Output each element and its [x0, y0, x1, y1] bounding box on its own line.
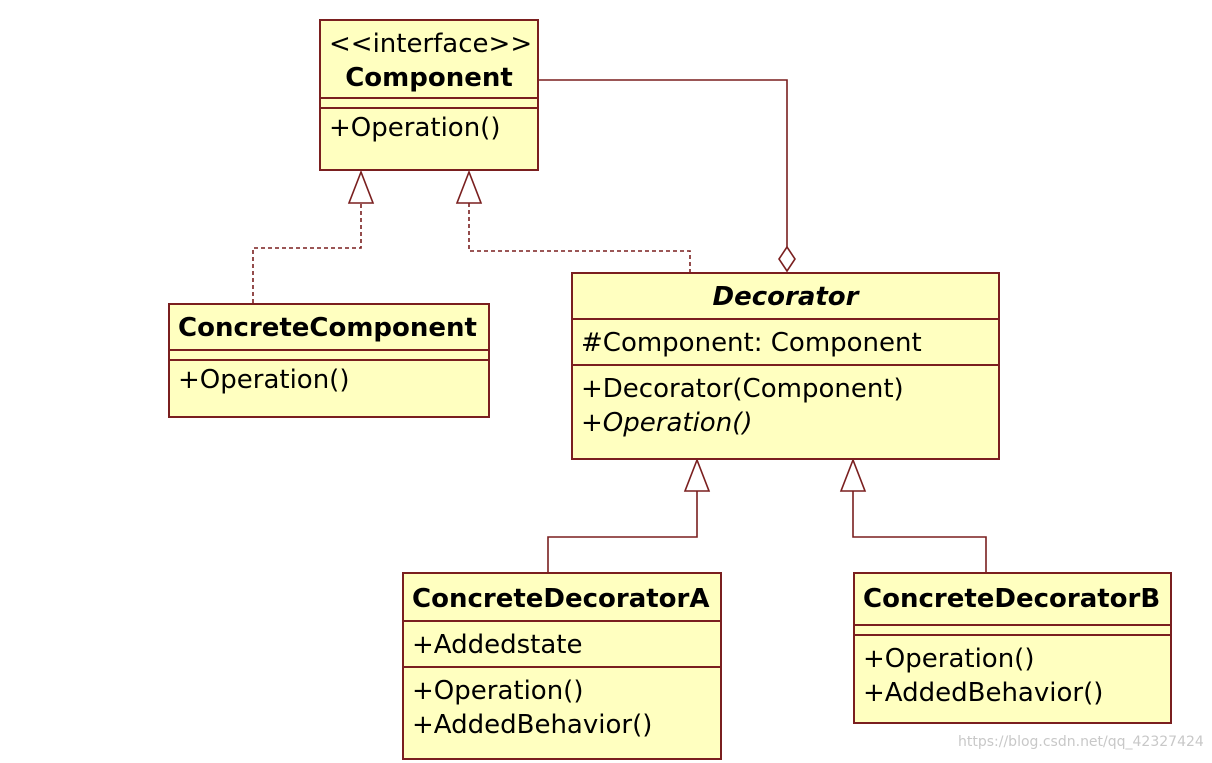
- concrete-decorator-a-operation-2: +AddedBehavior(): [412, 710, 653, 740]
- component-name: Component: [345, 63, 513, 93]
- concrete-decorator-b-operation-1: +Operation(): [863, 644, 1035, 674]
- concrete-decorator-b-attributes: [855, 624, 1170, 634]
- component-class: <<interface>> Component +Operation(): [319, 19, 539, 171]
- decorator-name: Decorator: [712, 282, 859, 312]
- realization-arrowhead-2: [455, 169, 483, 204]
- concrete-decorator-b-name: ConcreteDecoratorB: [863, 584, 1161, 614]
- realization-line-concrete-component: [252, 203, 362, 303]
- decorator-operation-abstract: +Operation(): [581, 408, 753, 438]
- generalization-arrowhead-a: [683, 457, 711, 492]
- concrete-decorator-a-attributes: +Addedstate: [404, 620, 720, 666]
- concrete-component-name: ConcreteComponent: [178, 313, 477, 343]
- concrete-component-class: ConcreteComponent +Operation(): [168, 303, 490, 418]
- concrete-component-operation: +Operation(): [178, 365, 350, 395]
- concrete-decorator-a-operations: +Operation() +AddedBehavior(): [404, 666, 720, 744]
- realization-arrowhead-1: [347, 169, 375, 204]
- realization-line-decorator: [468, 203, 691, 273]
- aggregation-diamond: [778, 245, 796, 273]
- component-attributes: [321, 97, 537, 107]
- generalization-arrowhead-b: [839, 457, 867, 492]
- concrete-decorator-b-class: ConcreteDecoratorB +Operation() +AddedBe…: [853, 572, 1172, 724]
- concrete-decorator-a-operation-1: +Operation(): [412, 676, 584, 706]
- concrete-component-operations: +Operation(): [170, 359, 488, 399]
- component-stereotype: <<interface>>: [329, 29, 533, 59]
- decorator-operations: +Decorator(Component) +Operation(): [573, 364, 998, 442]
- component-operation: +Operation(): [329, 113, 501, 143]
- concrete-decorator-b-operations: +Operation() +AddedBehavior(): [855, 634, 1170, 712]
- component-operations: +Operation(): [321, 107, 537, 147]
- concrete-decorator-a-class: ConcreteDecoratorA +Addedstate +Operatio…: [402, 572, 722, 760]
- decorator-operation-constructor: +Decorator(Component): [581, 374, 904, 404]
- concrete-decorator-a-attribute: +Addedstate: [412, 630, 583, 660]
- decorator-class: Decorator #Component: Component +Decorat…: [571, 272, 1000, 460]
- aggregation-line: [538, 79, 788, 247]
- concrete-component-attributes: [170, 349, 488, 359]
- decorator-attribute: #Component: Component: [581, 328, 922, 358]
- concrete-decorator-a-name: ConcreteDecoratorA: [412, 584, 710, 614]
- generalization-line-b: [852, 491, 987, 572]
- concrete-decorator-b-operation-2: +AddedBehavior(): [863, 678, 1104, 708]
- generalization-line-a: [547, 491, 698, 572]
- watermark: https://blog.csdn.net/qq_42327424: [958, 734, 1204, 750]
- decorator-attributes: #Component: Component: [573, 318, 998, 364]
